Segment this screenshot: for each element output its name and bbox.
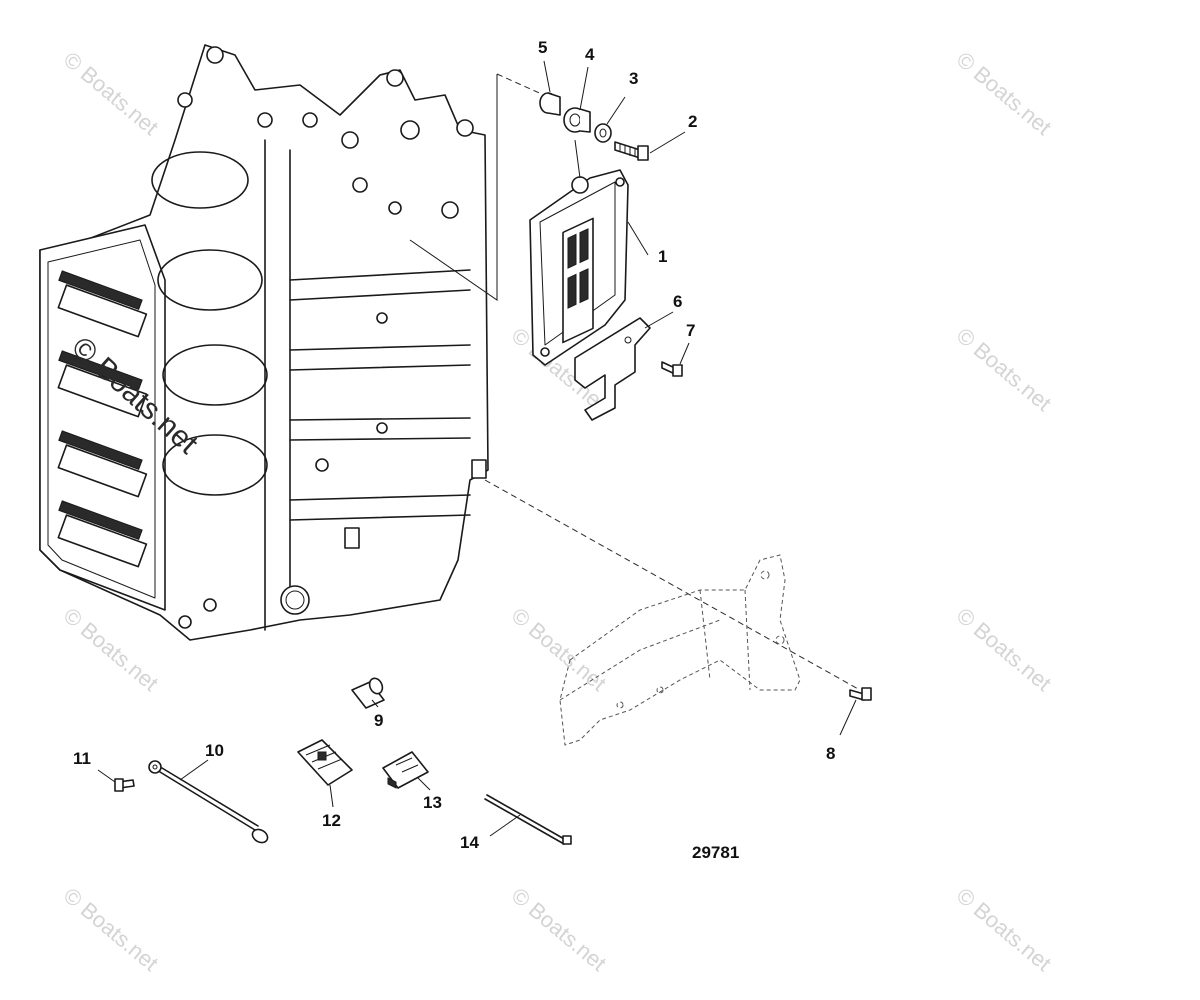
watermark: © Boats.net (59, 603, 163, 696)
watermark: © Boats.net (952, 47, 1056, 140)
assembly-bracket-line (409, 74, 498, 301)
callout-11: 11 (73, 749, 91, 768)
watermark: © Boats.net (507, 603, 611, 696)
watermark: © Boats.net (59, 883, 163, 976)
callout-14: 14 (460, 833, 479, 852)
screw-part-11 (114, 778, 135, 792)
watermark: © Boats.net (507, 883, 611, 976)
callout-13: 13 (423, 793, 442, 812)
callout-12: 12 (322, 811, 341, 830)
phantom-bracket (559, 554, 801, 746)
watermark: © Boats.net (952, 883, 1056, 976)
callout-2: 2 (688, 112, 697, 131)
grommet-part-4 (563, 107, 591, 133)
cap-part-9 (351, 677, 385, 709)
engine-block-illustration (39, 44, 489, 641)
watermark: © Boats.net (952, 323, 1056, 416)
assembly-dash-line-lower (484, 479, 861, 691)
callout-5: 5 (538, 38, 547, 57)
ecm-module (529, 169, 629, 366)
callout-3: 3 (629, 69, 638, 88)
callout-leaders (97, 60, 857, 837)
callout-4: 4 (585, 45, 595, 64)
callout-1: 1 (658, 247, 667, 266)
callout-6: 6 (673, 292, 682, 311)
connector-part-13 (382, 751, 429, 789)
callout-7: 7 (686, 321, 695, 340)
callout-labels: 1 2 3 4 5 6 7 8 9 10 11 12 13 14 (73, 38, 835, 852)
bracket-part-6 (574, 317, 651, 421)
callout-8: 8 (826, 744, 835, 763)
grommet-part-5 (539, 92, 561, 116)
watermark: © Boats.net (59, 47, 163, 140)
bolt-part-7 (661, 361, 683, 377)
callout-10: 10 (205, 741, 224, 760)
intake-slots (57, 270, 148, 568)
diagram-reference-number: 29781 (692, 843, 739, 862)
bolt-part-8 (849, 687, 872, 701)
bolt-part-2 (614, 141, 649, 161)
ground-strap-part-10 (148, 760, 269, 844)
watermark: © Boats.net (952, 603, 1056, 696)
washer-part-3 (594, 123, 612, 143)
connector-part-12 (297, 739, 353, 786)
assembly-line-grommet (574, 139, 581, 179)
callout-9: 9 (374, 711, 383, 730)
cable-tie-part-14 (484, 794, 572, 845)
